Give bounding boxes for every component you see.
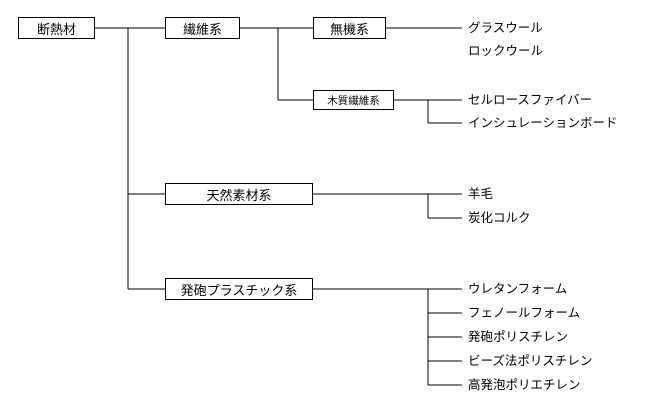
material-high-foam-polyethylene: 高発泡ポリエチレン — [468, 377, 581, 392]
material-foam-polystyrene: 発砲ポリスチレン — [468, 329, 569, 344]
material-wool: 羊毛 — [468, 186, 494, 201]
material-urethane-foam: ウレタンフォーム — [468, 281, 568, 296]
material-glass-wool: グラスウール — [468, 20, 543, 35]
material-bead-polystyrene: ビーズ法ポリスチレン — [468, 353, 593, 368]
material-insulation-board: インシュレーションボード — [468, 115, 618, 130]
material-cellulose-fiber: セルロースファイバー — [468, 92, 593, 107]
material-rock-wool: ロックウール — [468, 43, 544, 58]
material-phenol-foam: フェノールフォーム — [468, 305, 581, 320]
category-natural: 天然素材系 — [165, 183, 313, 205]
material-carbonized-cork: 炭化コルク — [468, 210, 531, 225]
category-foam-plastic: 発砲プラスチック系 — [165, 278, 313, 300]
subcategory-wood-fiber: 木質繊維系 — [313, 90, 394, 110]
root-node: 断熱材 — [18, 17, 95, 39]
subcategory-inorganic: 無機系 — [313, 17, 386, 39]
category-fiber: 繊維系 — [165, 17, 240, 39]
